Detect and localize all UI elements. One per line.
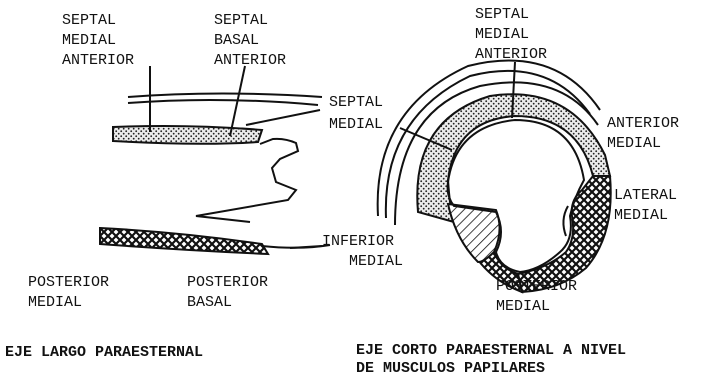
label-line: MEDIAL [62, 31, 134, 51]
long-axis-mitral-valve [196, 139, 298, 222]
label-anterior-medial: ANTERIOR MEDIAL [607, 114, 679, 154]
label-line: BASAL [214, 31, 286, 51]
label-line: POSTERIOR [496, 277, 577, 297]
label-inferior-medial: INFERIOR MEDIAL [322, 232, 403, 272]
long-axis-view [100, 66, 330, 254]
label-line: SEPTAL [62, 11, 134, 31]
long-axis-anterior-wall-line-1 [128, 94, 322, 98]
label-line: ANTERIOR [607, 114, 679, 134]
label-line: SEPTAL [475, 5, 547, 25]
long-axis-septum [113, 126, 262, 144]
label-line: ANTERIOR [62, 51, 134, 71]
label-line: MEDIAL [614, 206, 677, 226]
label-line: ANTERIOR [475, 45, 547, 65]
label-septal-basal-anterior: SEPTAL BASAL ANTERIOR [214, 11, 286, 71]
caption-short-axis: EJE CORTO PARAESTERNAL A NIVEL DE MUSCUL… [356, 342, 626, 378]
short-axis-inferior-wall [448, 204, 500, 262]
label-line: POSTERIOR [187, 273, 268, 293]
long-axis-lv-outflow [246, 110, 320, 125]
label-line: MEDIAL [322, 252, 403, 272]
label-posterior-medial-long: POSTERIOR MEDIAL [28, 273, 109, 313]
label-line: MEDIAL [607, 134, 679, 154]
label-line: BASAL [187, 293, 268, 313]
leader-long-inferior-medial [290, 246, 322, 248]
label-line: MEDIAL [329, 114, 383, 136]
long-axis-posterior-wall [100, 228, 268, 254]
caption-long-axis: EJE LARGO PARAESTERNAL [5, 344, 203, 362]
label-line: INFERIOR [322, 232, 403, 252]
label-line: POSTERIOR [28, 273, 109, 293]
label-line: LATERAL [614, 186, 677, 206]
label-line: ANTERIOR [214, 51, 286, 71]
short-axis-papillary-muscle [563, 206, 568, 236]
caption-line: DE MUSCULOS PAPILARES [356, 360, 626, 378]
label-line: MEDIAL [496, 297, 577, 317]
label-septal-medial-anterior-short: SEPTAL MEDIAL ANTERIOR [475, 5, 547, 65]
label-line: MEDIAL [28, 293, 109, 313]
label-line: MEDIAL [475, 25, 547, 45]
caption-line: EJE CORTO PARAESTERNAL A NIVEL [356, 342, 626, 360]
label-line: SEPTAL [329, 92, 383, 114]
label-line: SEPTAL [214, 11, 286, 31]
label-posterior-basal: POSTERIOR BASAL [187, 273, 268, 313]
label-septal-medial: SEPTAL MEDIAL [329, 92, 383, 136]
long-axis-anterior-wall-line-2 [128, 100, 318, 105]
label-posterior-medial-short: POSTERIOR MEDIAL [496, 277, 577, 317]
label-lateral-medial: LATERAL MEDIAL [614, 186, 677, 226]
label-septal-medial-anterior-long: SEPTAL MEDIAL ANTERIOR [62, 11, 134, 71]
